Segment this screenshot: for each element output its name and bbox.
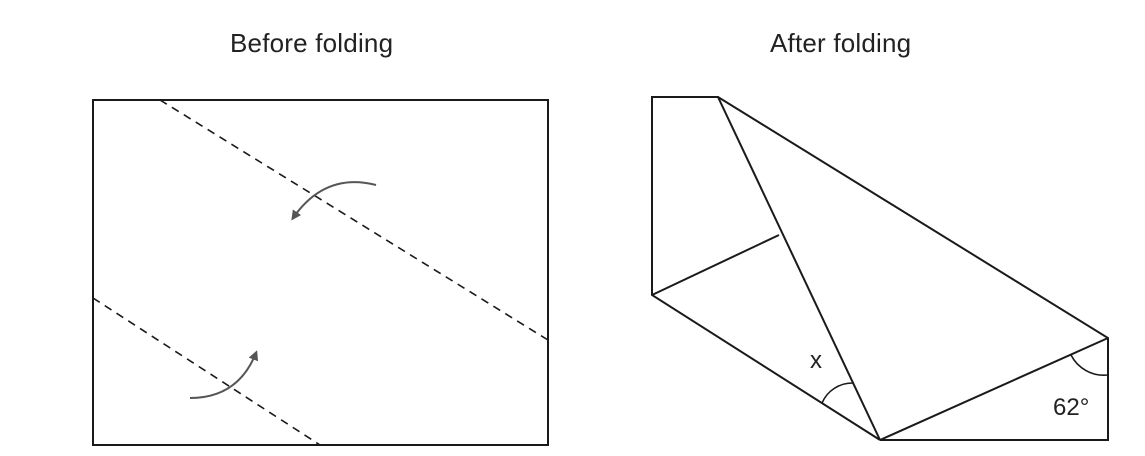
paper-rectangle bbox=[92, 99, 549, 446]
fold-line-upper bbox=[159, 99, 549, 341]
fold-arrow-upper bbox=[291, 181, 377, 221]
fold-line-lower bbox=[92, 297, 321, 446]
inner-edge-lower bbox=[879, 337, 1109, 441]
fold-arrow-lower bbox=[189, 350, 259, 399]
before-folding-title: Before folding bbox=[230, 28, 394, 58]
angle-x-label: x bbox=[810, 347, 822, 374]
angle-62-label: 62° bbox=[1053, 394, 1089, 421]
angle-arc-x bbox=[821, 382, 854, 404]
folded-shape-outline bbox=[651, 96, 1109, 441]
angle-arc-62 bbox=[1070, 354, 1109, 377]
before-folding-panel bbox=[92, 99, 549, 446]
inner-edge-upper bbox=[651, 234, 780, 296]
after-folding-title: After folding bbox=[770, 28, 912, 58]
after-folding-panel: x 62° bbox=[651, 96, 1109, 441]
